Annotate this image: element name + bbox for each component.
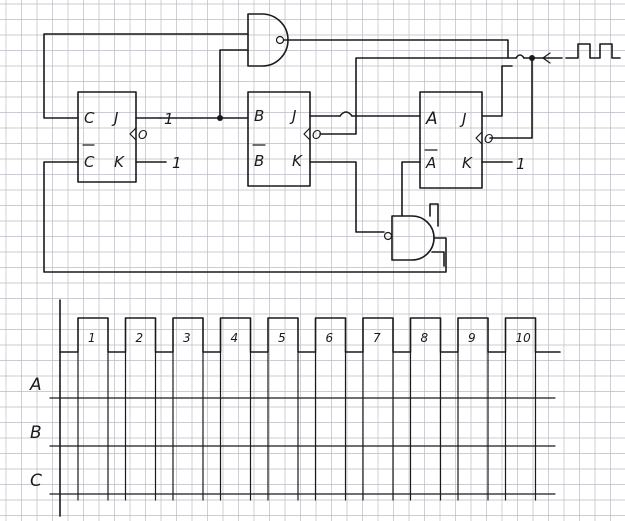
circuit-diagram: C J C K 1 1 O B J B K O <box>43 13 621 273</box>
wire-hop-1 <box>515 54 525 59</box>
ff-b-j-label: J <box>289 107 296 125</box>
timing-edge-lines <box>77 351 537 501</box>
wire-hop-2 <box>339 111 353 117</box>
pulse-label: 3 <box>183 331 191 345</box>
ff-c-clock-bubble: O <box>138 128 147 142</box>
ff-c-qbar-label: C <box>84 153 95 171</box>
signal-label: B <box>30 423 42 443</box>
timing-clock-waveform <box>59 317 561 353</box>
wire-clock-to-a <box>489 57 533 139</box>
wire-a-up <box>481 65 513 117</box>
and-gate-input-bubble <box>383 231 393 241</box>
pulse-label: 8 <box>421 331 429 345</box>
wire-and-to-c <box>43 161 447 273</box>
flip-flop-b: B J B K O <box>247 91 321 187</box>
flip-flop-c: C J C K 1 1 O <box>77 91 182 183</box>
wire-b-clock-link <box>319 115 357 135</box>
pulse-label: 9 <box>468 331 476 345</box>
flip-flop-b-body <box>247 91 311 187</box>
wiring <box>43 33 544 273</box>
flip-flop-c-body <box>77 91 137 183</box>
wire-and-bottom <box>431 251 445 267</box>
pulse-label: 2 <box>136 331 144 345</box>
wire-a-qbar-down <box>401 161 421 217</box>
timing-signal-rows: A B C <box>29 375 556 495</box>
timing-diagram: 1 2 3 4 5 6 7 8 9 10 A B C <box>29 299 561 517</box>
ff-c-clock-triangle <box>129 127 137 141</box>
ff-c-q-label: C <box>84 109 95 127</box>
ff-a-k-input: 1 <box>516 155 526 173</box>
ff-a-q-label: A <box>425 109 438 129</box>
wire-b-k-to-and <box>309 161 385 233</box>
ff-a-clock-triangle <box>475 131 483 145</box>
ff-b-clock-bubble: O <box>312 128 321 142</box>
wire-nand-input-b <box>219 49 249 119</box>
ff-a-k-label: K <box>462 154 473 172</box>
ff-b-clock-triangle <box>303 127 311 141</box>
signal-label: C <box>30 471 42 491</box>
ff-c-k-label: K <box>114 153 125 171</box>
clock-source-waveform <box>565 43 621 59</box>
ff-c-j-input: 1 <box>164 110 174 128</box>
wire-nand-output <box>283 39 517 59</box>
ff-b-qbar-label: B <box>254 152 264 170</box>
ff-a-j-label: J <box>459 110 466 128</box>
timing-pulse-labels: 1 2 3 4 5 6 7 8 9 10 <box>88 331 531 345</box>
flip-flop-a: A J A K 1 O <box>419 91 526 189</box>
pulse-label: 1 <box>88 331 96 345</box>
signal-label: A <box>29 375 42 395</box>
wire-c-to-nand <box>43 33 249 119</box>
ff-c-j-label: J <box>111 109 118 127</box>
pulse-label: 6 <box>326 331 334 345</box>
clock-wave-line <box>59 317 561 353</box>
nand-gate-top <box>247 13 289 67</box>
ff-a-qbar-label: A <box>425 154 436 172</box>
junction-node-1 <box>217 115 223 121</box>
ff-b-q-label: B <box>254 107 264 125</box>
ff-c-k-input: 1 <box>172 154 182 172</box>
and-gate-bottom <box>391 215 435 261</box>
ff-a-clock-bubble: O <box>484 132 493 146</box>
ff-b-k-label: K <box>292 152 303 170</box>
pulse-label: 10 <box>516 331 532 345</box>
wire-and-top-loop <box>429 203 439 227</box>
flip-flop-a-body <box>419 91 483 189</box>
pulse-label: 5 <box>278 331 286 345</box>
pulse-label: 7 <box>373 331 381 345</box>
pulse-label: 4 <box>231 331 239 345</box>
wire-b-clock <box>355 57 509 117</box>
